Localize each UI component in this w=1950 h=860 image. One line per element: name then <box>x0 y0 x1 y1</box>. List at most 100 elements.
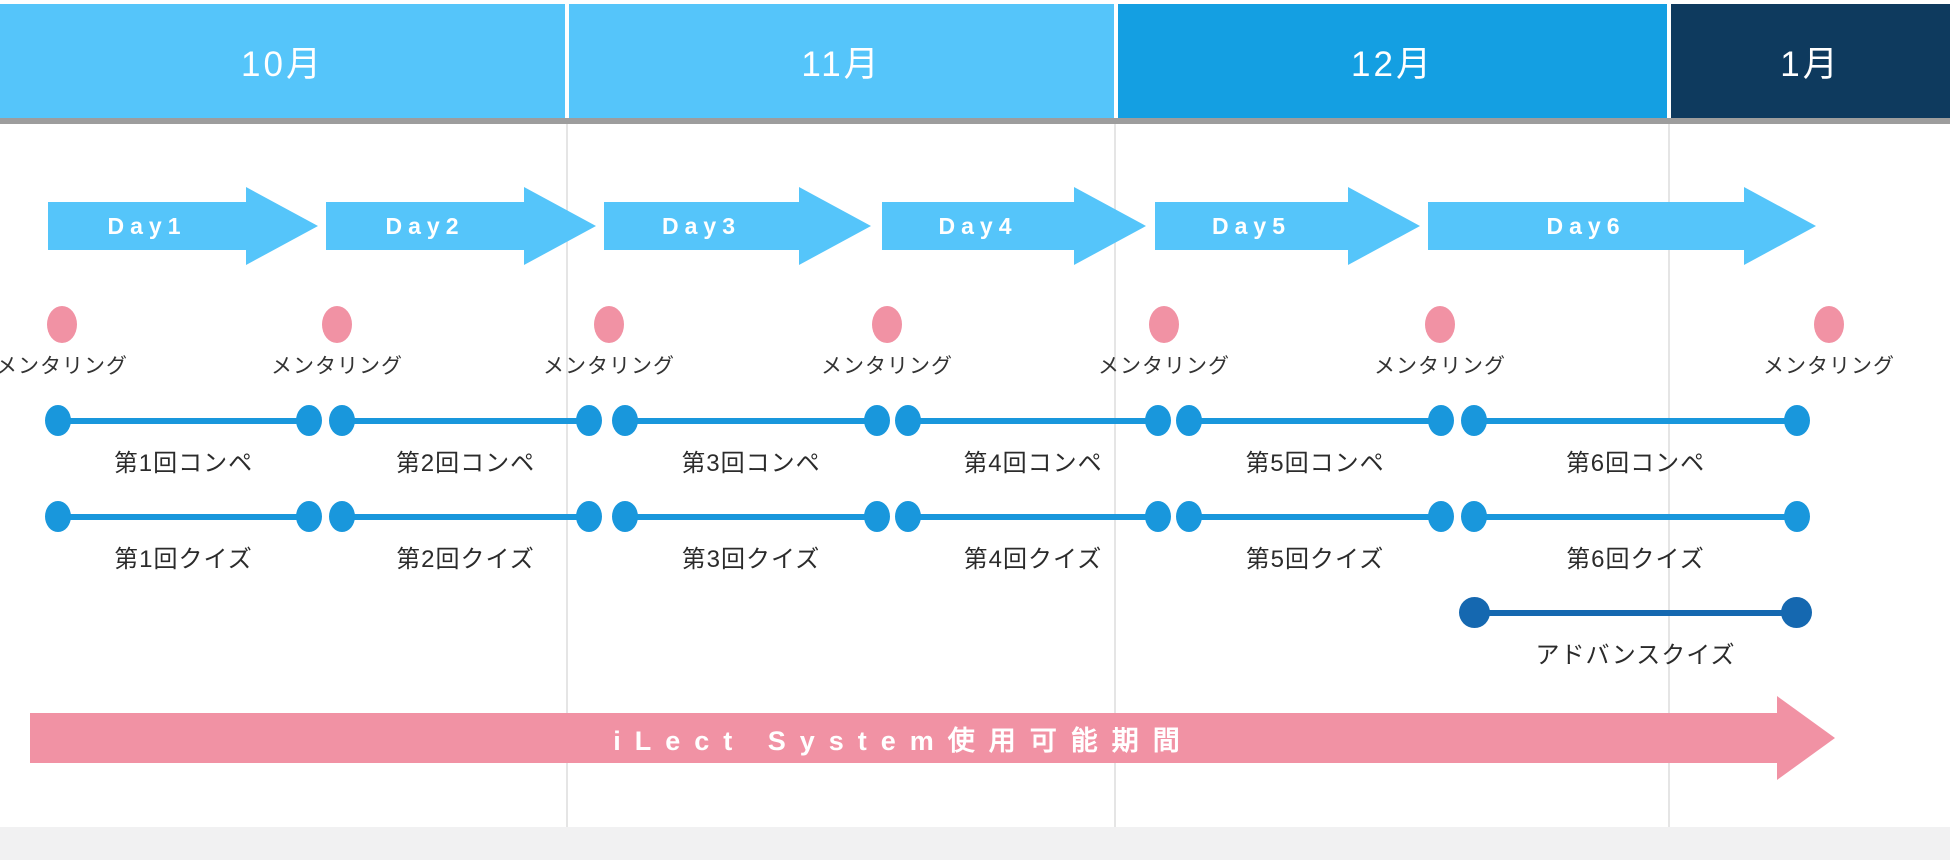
mentoring-marker-1: メンタリング <box>0 306 142 380</box>
segment-label: 第3回コンペ <box>681 450 821 477</box>
segment-end-dot-icon <box>1145 405 1171 436</box>
gridline-dec-jan <box>1668 124 1670 827</box>
segment-label: アドバンスクイズ <box>1535 642 1736 669</box>
mentoring-label: メンタリング <box>271 355 403 378</box>
day1-label: Day1 <box>107 212 187 239</box>
day1-arrow-body: Day1 <box>48 202 246 250</box>
day6-arrow-body: Day6 <box>1428 202 1744 250</box>
mentoring-dot-icon <box>594 306 624 343</box>
arrow-tip-icon <box>524 187 596 265</box>
arrow-tip-icon <box>1744 187 1816 265</box>
mentoring-dot-icon <box>322 306 352 343</box>
segment-line <box>908 514 1158 520</box>
mentoring-label: メンタリング <box>543 355 675 378</box>
segment-end-dot-icon <box>296 501 322 532</box>
arrow-tip-icon <box>246 187 318 265</box>
mentoring-label: メンタリング <box>0 355 128 378</box>
month-cell-january: 1月 <box>1671 4 1950 118</box>
mentoring-dot-icon <box>1425 306 1455 343</box>
segment-end-dot-icon <box>1784 405 1810 436</box>
segment-start-dot-icon <box>1461 405 1487 436</box>
mentoring-dot-icon <box>47 306 77 343</box>
segment-end-dot-icon <box>296 405 322 436</box>
ilect-banner-label: iLect System使用可能期間 <box>613 725 1194 756</box>
month-cell-october: 10月 <box>0 4 565 118</box>
segment-line <box>1189 514 1441 520</box>
segment-end-dot-icon <box>864 405 890 436</box>
segment-end-dot-icon <box>1784 501 1810 532</box>
segment-start-dot-icon <box>612 501 638 532</box>
segment-line <box>1474 418 1797 424</box>
quiz-segment-6: 第6回クイズ <box>1461 501 1810 573</box>
day2-arrow-body: Day2 <box>326 202 524 250</box>
segment-start-dot-icon <box>329 405 355 436</box>
bottom-strip <box>0 827 1950 860</box>
segment-start-dot-icon <box>1176 501 1202 532</box>
mentoring-label: メンタリング <box>1763 355 1895 378</box>
quiz-segment-5: 第5回クイズ <box>1176 501 1454 573</box>
segment-end-dot-icon <box>864 501 890 532</box>
day3-label: Day3 <box>662 212 741 239</box>
segment-label: 第5回クイズ <box>1245 546 1385 573</box>
quiz-segment-4: 第4回クイズ <box>895 501 1171 573</box>
competition-segment-4: 第4回コンペ <box>895 405 1171 477</box>
competition-segment-1: 第1回コンペ <box>45 405 322 477</box>
banner-arrow-tip-icon <box>1777 696 1835 780</box>
segment-line <box>625 514 877 520</box>
arrow-tip-icon <box>1074 187 1146 265</box>
segment-line <box>1189 418 1441 424</box>
segment-label: 第1回コンペ <box>113 450 254 477</box>
segment-end-dot-icon <box>1428 405 1454 436</box>
mentoring-marker-5: メンタリング <box>1084 306 1244 380</box>
day5-arrow: Day5 <box>1155 187 1420 265</box>
day5-arrow-body: Day5 <box>1155 202 1348 250</box>
mentoring-marker-6: メンタリング <box>1360 306 1520 380</box>
segment-end-dot-icon <box>1145 501 1171 532</box>
segment-start-dot-icon <box>45 501 71 532</box>
day6-arrow: Day6 <box>1428 187 1816 265</box>
competition-segment-2: 第2回コンペ <box>329 405 602 477</box>
segment-start-dot-icon <box>612 405 638 436</box>
quiz-segment-2: 第2回クイズ <box>329 501 602 573</box>
segment-label: 第4回コンペ <box>963 450 1103 477</box>
segment-label: 第6回コンペ <box>1565 450 1706 477</box>
day4-arrow: Day4 <box>882 187 1146 265</box>
segment-start-dot-icon <box>895 405 921 436</box>
mentoring-dot-icon <box>872 306 902 343</box>
ilect-banner-arrow: iLect System使用可能期間 <box>30 713 1777 763</box>
month-cell-december: 12月 <box>1118 4 1667 118</box>
segment-line <box>625 418 877 424</box>
day1-arrow: Day1 <box>48 187 318 265</box>
quiz-segment-3: 第3回クイズ <box>612 501 890 573</box>
mentoring-marker-3: メンタリング <box>529 306 689 380</box>
segment-line <box>58 514 309 520</box>
mentoring-label: メンタリング <box>1374 355 1506 378</box>
arrow-tip-icon <box>1348 187 1420 265</box>
segment-label: 第3回クイズ <box>681 546 821 573</box>
mentoring-dot-icon <box>1149 306 1179 343</box>
mentoring-marker-7: メンタリング <box>1749 306 1909 380</box>
month-label: 11月 <box>801 44 882 84</box>
day3-arrow-body: Day3 <box>604 202 799 250</box>
advanced-quiz-segment: アドバンスクイズ <box>1459 597 1812 669</box>
segment-start-dot-icon <box>45 405 71 436</box>
segment-label: 第4回クイズ <box>963 546 1103 573</box>
segment-line <box>58 418 309 424</box>
segment-start-dot-icon <box>329 501 355 532</box>
mentoring-dot-icon <box>1814 306 1844 343</box>
quiz-segment-1: 第1回クイズ <box>45 501 322 573</box>
segment-label: 第2回コンペ <box>395 450 536 477</box>
segment-start-dot-icon <box>1461 501 1487 532</box>
segment-label: 第1回クイズ <box>114 546 253 573</box>
segment-line <box>908 418 1158 424</box>
segment-line <box>1474 610 1797 616</box>
competition-segment-6: 第6回コンペ <box>1461 405 1810 477</box>
month-cell-november: 11月 <box>569 4 1114 118</box>
segment-start-dot-icon <box>1176 405 1202 436</box>
gridline-nov-dec <box>1114 124 1116 827</box>
day2-label: Day2 <box>385 212 465 239</box>
day2-arrow: Day2 <box>326 187 596 265</box>
day5-label: Day5 <box>1212 212 1291 239</box>
arrow-tip-icon <box>799 187 871 265</box>
